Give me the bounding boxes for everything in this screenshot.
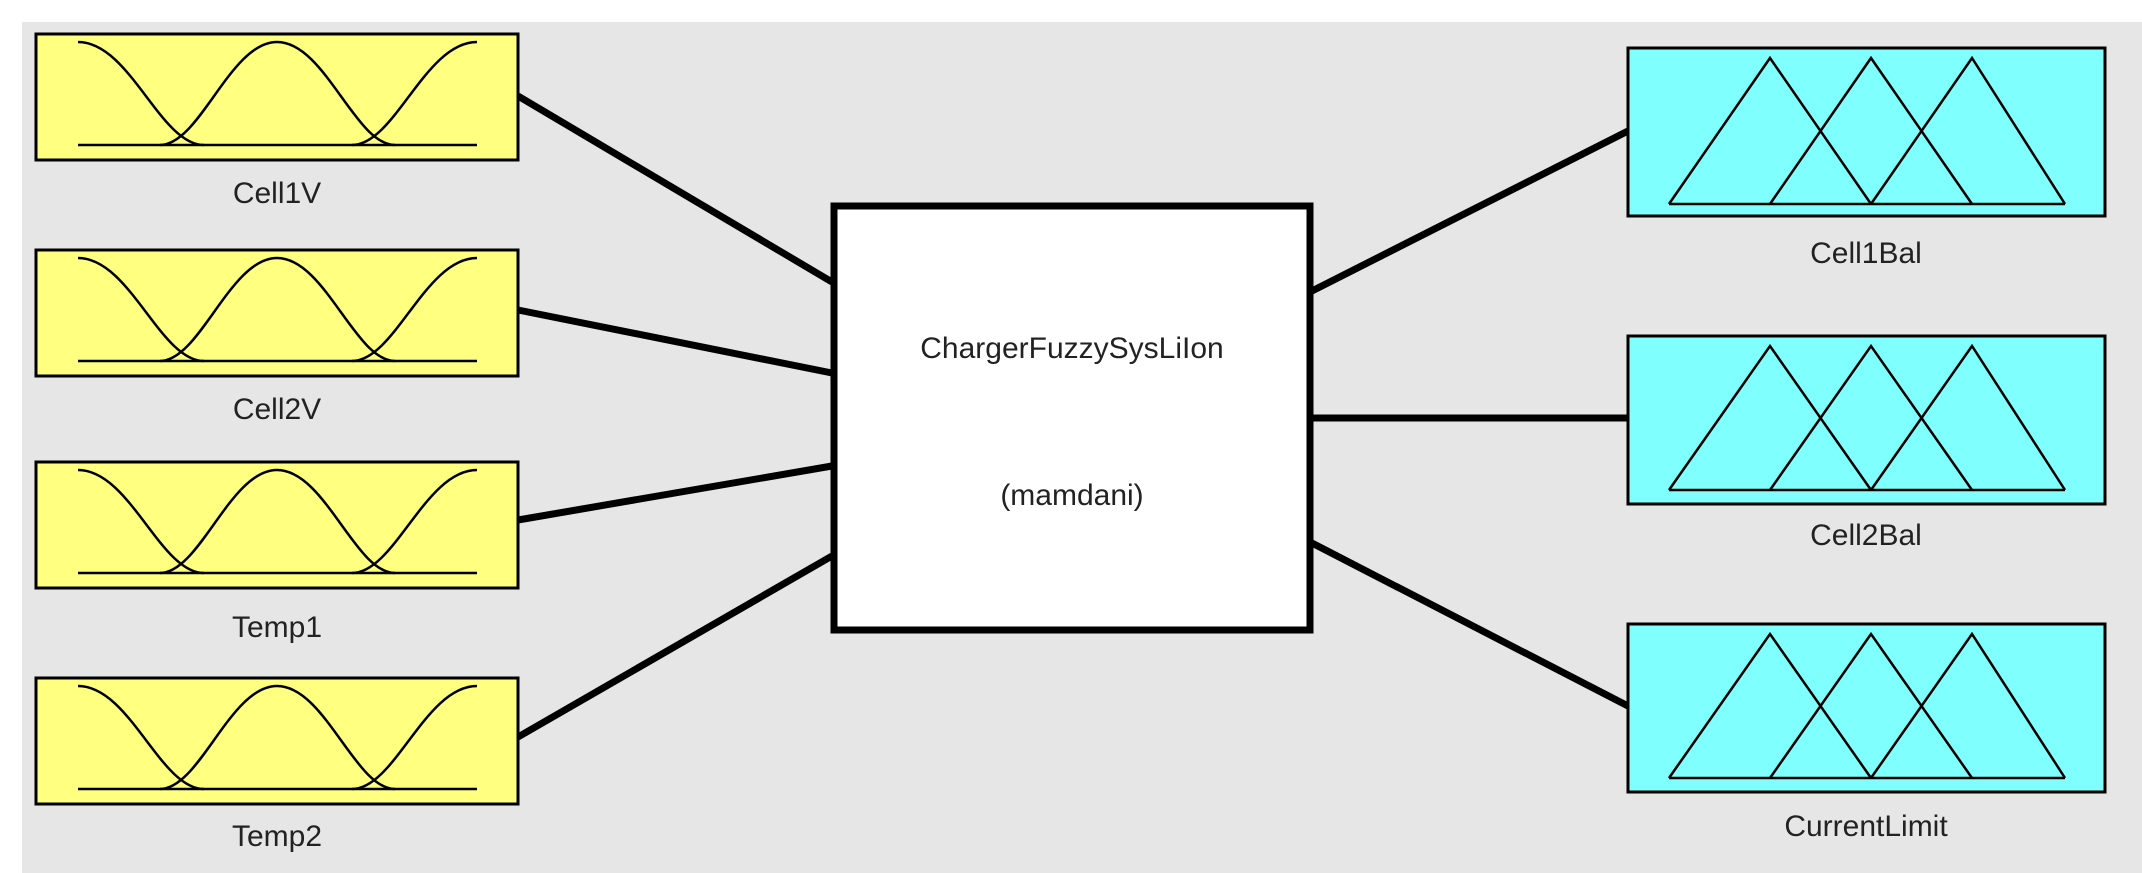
input-box[interactable] xyxy=(34,460,520,590)
gaussian-membership-icon xyxy=(77,468,478,575)
input-label: Cell2V xyxy=(233,393,321,426)
output-box[interactable] xyxy=(1626,46,2107,218)
input-box[interactable] xyxy=(34,32,520,162)
connector-temp2 xyxy=(516,552,834,741)
output-cell1bal[interactable]: Cell1Bal xyxy=(1626,46,2107,270)
output-box[interactable] xyxy=(1626,622,2107,794)
output-box[interactable] xyxy=(1626,334,2107,506)
triangular-membership-icon xyxy=(1667,631,2067,780)
connector-cell1bal xyxy=(1308,127,1630,296)
input-temp1[interactable]: Temp1 xyxy=(34,460,520,644)
input-label: Temp1 xyxy=(232,611,322,644)
connector-temp1 xyxy=(517,462,833,524)
system-name: ChargerFuzzySysLiIon xyxy=(920,332,1223,365)
input-cell1v[interactable]: Cell1V xyxy=(34,32,520,210)
output-label: Cell2Bal xyxy=(1810,519,1922,552)
input-box[interactable] xyxy=(34,676,520,806)
gaussian-membership-icon xyxy=(77,40,478,147)
triangular-membership-icon xyxy=(1667,55,2067,206)
output-label: CurrentLimit xyxy=(1784,810,1948,843)
gaussian-membership-icon xyxy=(77,684,478,791)
system-type: (mamdani) xyxy=(1000,479,1143,512)
input-box[interactable] xyxy=(34,248,520,378)
output-cell2bal[interactable]: Cell2Bal xyxy=(1626,334,2107,552)
input-label: Temp2 xyxy=(232,820,322,853)
input-temp2[interactable]: Temp2 xyxy=(34,676,520,853)
connector-cell1v xyxy=(516,92,834,286)
input-label: Cell1V xyxy=(233,177,321,210)
system-box[interactable] xyxy=(830,202,1314,634)
gaussian-membership-icon xyxy=(77,256,478,363)
connector-cell2v xyxy=(517,306,833,377)
connector-lines xyxy=(516,92,1630,741)
input-cell2v[interactable]: Cell2V xyxy=(34,248,520,426)
output-currentlimit[interactable]: CurrentLimit xyxy=(1626,622,2107,843)
connector-currentlimit xyxy=(1308,538,1630,710)
output-label: Cell1Bal xyxy=(1810,237,1922,270)
fis-system[interactable]: ChargerFuzzySysLiIon (mamdani) xyxy=(830,202,1314,634)
triangular-membership-icon xyxy=(1667,343,2067,492)
